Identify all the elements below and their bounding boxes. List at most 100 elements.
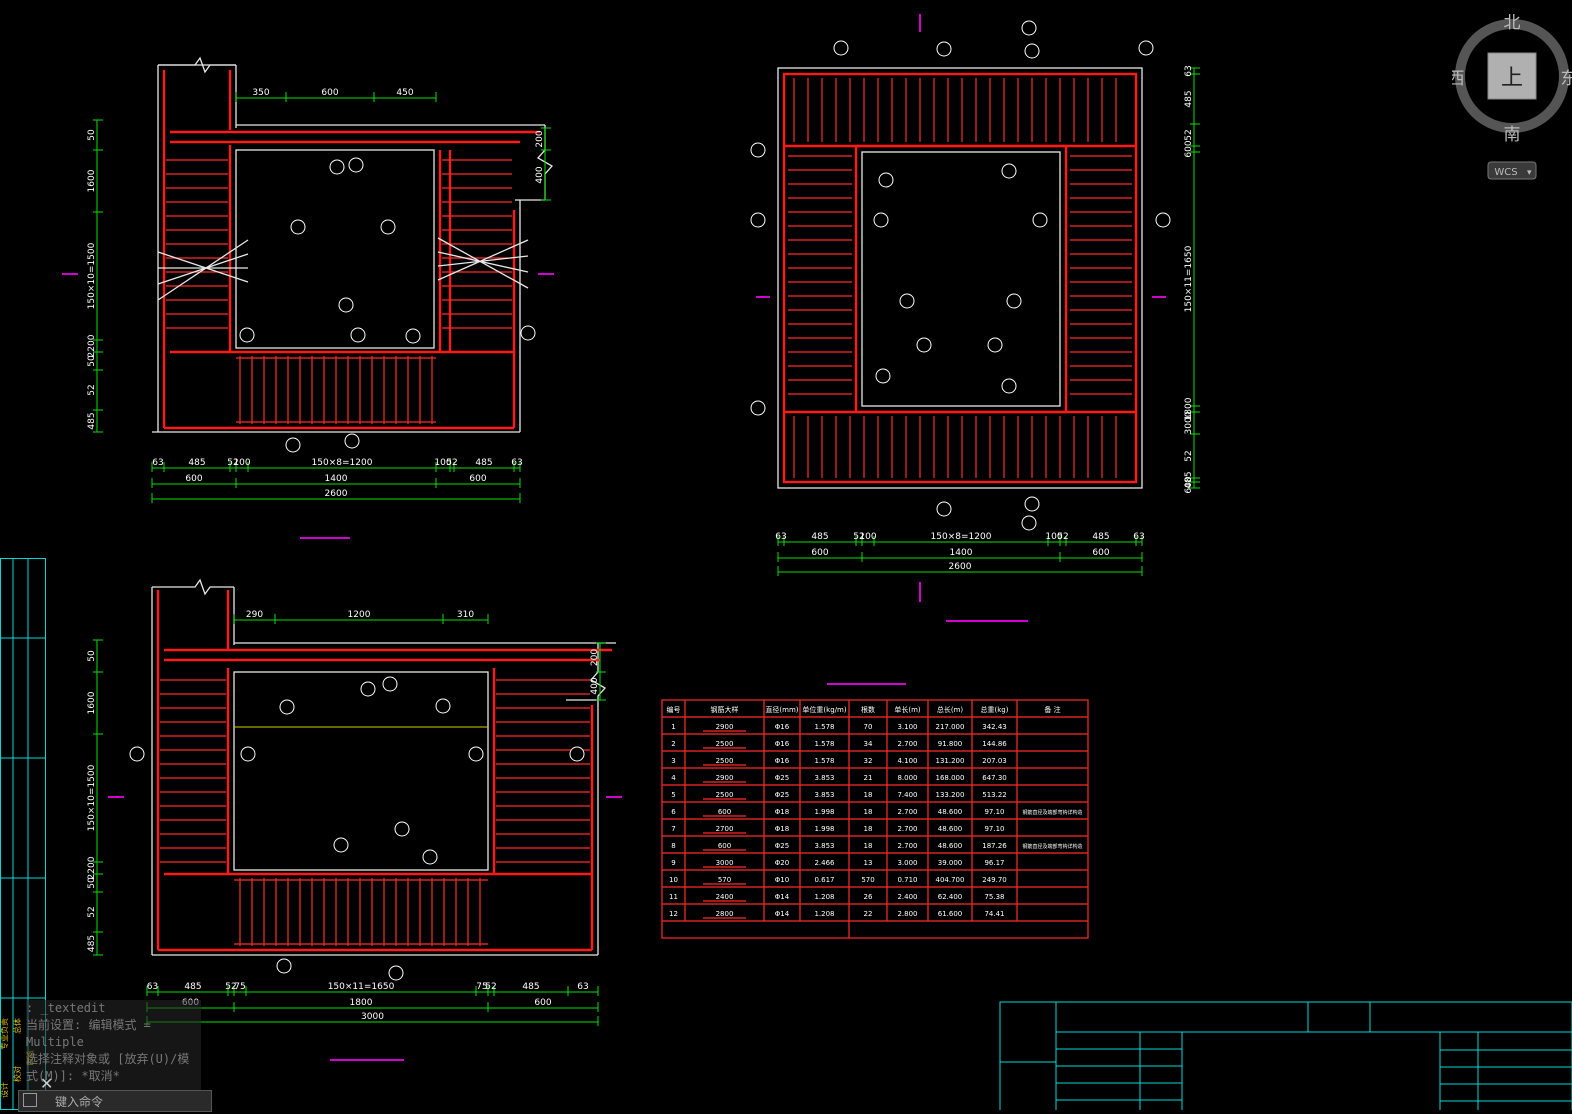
command-history-line: : _textedit [26, 1000, 201, 1017]
table-cell: 18 [864, 842, 873, 850]
rebar-number-circle [834, 41, 848, 55]
table-cell: 18 [864, 825, 873, 833]
table-cell: 8 [671, 842, 675, 850]
table-cell: 1.578 [814, 740, 834, 748]
table-cell: 48.600 [938, 825, 963, 833]
compass-south-label[interactable]: 南 [1504, 125, 1521, 145]
compass-west-label[interactable]: 西 [1452, 69, 1465, 89]
bottom-dimension-chain: 3000 [147, 1012, 598, 1026]
command-placeholder: 键入命令 [55, 1093, 103, 1110]
table-cell: 3000 [716, 859, 734, 867]
dimension-label: 50 [87, 129, 97, 141]
table-cell: 0.710 [897, 876, 917, 884]
rect [236, 150, 434, 348]
table-cell: 600 [718, 808, 731, 816]
rect [862, 152, 1060, 406]
table-cell: 7 [671, 825, 675, 833]
table-cell: 3.853 [814, 842, 834, 850]
table-cell: 0.617 [814, 876, 834, 884]
table-cell: 26 [864, 893, 873, 901]
dimension-label: 1400 [950, 548, 973, 558]
dimension-label: 1400 [325, 474, 348, 484]
table-cell: 2 [671, 740, 675, 748]
dimension-label: 63 [577, 982, 588, 992]
rebar-number-circle [381, 220, 395, 234]
rebar-number-circle [900, 294, 914, 308]
dimension-label: 485 [475, 458, 492, 468]
rebar-number-circle [879, 173, 893, 187]
table-cell: 48.600 [938, 842, 963, 850]
table-cell: 168.000 [936, 774, 965, 782]
rebar-number-circle [751, 213, 765, 227]
table-cell: Φ14 [775, 910, 790, 918]
command-input[interactable]: 键入命令 [18, 1090, 212, 1112]
compass-north-label[interactable]: 北 [1504, 14, 1521, 33]
rebar-number-circle [345, 434, 359, 448]
dimension-label: 50 [87, 877, 97, 889]
table-cell: 70 [864, 723, 873, 731]
dimension-label: 485 [1092, 532, 1109, 542]
line [158, 252, 248, 282]
rebar-number-circle [423, 850, 437, 864]
dimension-label: 600 [811, 548, 828, 558]
dimension-label: 63 [775, 532, 786, 542]
dimension-label: 100 [859, 532, 876, 542]
dimension-label: 2200 [87, 334, 97, 357]
dimension-label: 1800 [350, 998, 373, 1008]
table-cell: 2500 [716, 791, 734, 799]
table-cell: 48.600 [938, 808, 963, 816]
table-cell: 217.000 [936, 723, 965, 731]
table-cell: Φ16 [775, 740, 790, 748]
table-cell: 18 [864, 791, 873, 799]
rebar-number-circle [383, 677, 397, 691]
table-cell: 2900 [716, 774, 734, 782]
bottom-dimension-chain: 2600 [152, 489, 520, 503]
dimension-label: 200 [590, 649, 600, 666]
table-cell: Φ25 [775, 842, 789, 850]
wcs-dropdown-icon[interactable]: ▾ [1527, 168, 1532, 178]
view-cube[interactable]: 上 北 南 西 东 WCS ▾ [1452, 14, 1572, 184]
rebar-number-circle [436, 699, 450, 713]
table-cell: 32 [864, 757, 873, 765]
dimension-label: 75 [234, 982, 245, 992]
table-cell: 1.208 [814, 893, 834, 901]
dimension-label: 290 [246, 610, 263, 620]
table-header-cell: 备 注 [1044, 705, 1060, 714]
rebar-number-circle [937, 502, 951, 516]
dimension-label: 350 [252, 88, 269, 98]
annotation-layer: 编号钢筋大样直径(mm)单位重(kg/m)根数单长(m)总长(m)总重(kg)备… [62, 14, 1170, 1060]
command-history-line: 选择注释对象或 [放弃(U)/模 [26, 1051, 201, 1068]
table-cell: 62.400 [938, 893, 963, 901]
rebar-number-circle [241, 747, 255, 761]
dimension-label: 600 [185, 474, 202, 484]
dimension-label: 3000 [361, 1012, 384, 1022]
table-cell: 1 [671, 723, 675, 731]
table-cell: 2500 [716, 757, 734, 765]
rebar-number-circle [1139, 41, 1153, 55]
dimension-label: 600 [1184, 476, 1194, 493]
table-cell: 9 [671, 859, 675, 867]
table-cell: 1.578 [814, 723, 834, 731]
table-header-cell: 直径(mm) [765, 705, 798, 714]
rebar-number-circle [277, 959, 291, 973]
table-cell: 97.10 [984, 825, 1004, 833]
table-cell: 13 [864, 859, 873, 867]
rebar-number-circle [1033, 213, 1047, 227]
table-cell: Φ20 [775, 859, 789, 867]
rect [234, 672, 488, 870]
dimension-label: 1600 [87, 169, 97, 192]
compass-east-label[interactable]: 东 [1561, 69, 1572, 89]
table-cell: 249.70 [982, 876, 1007, 884]
command-prompt-icon[interactable] [23, 1093, 37, 1107]
dimension-label: 63 [147, 982, 158, 992]
table-cell: 5 [671, 791, 675, 799]
rebar-number-circle [1025, 497, 1039, 511]
view-cube-top-label: 上 [1501, 66, 1523, 91]
